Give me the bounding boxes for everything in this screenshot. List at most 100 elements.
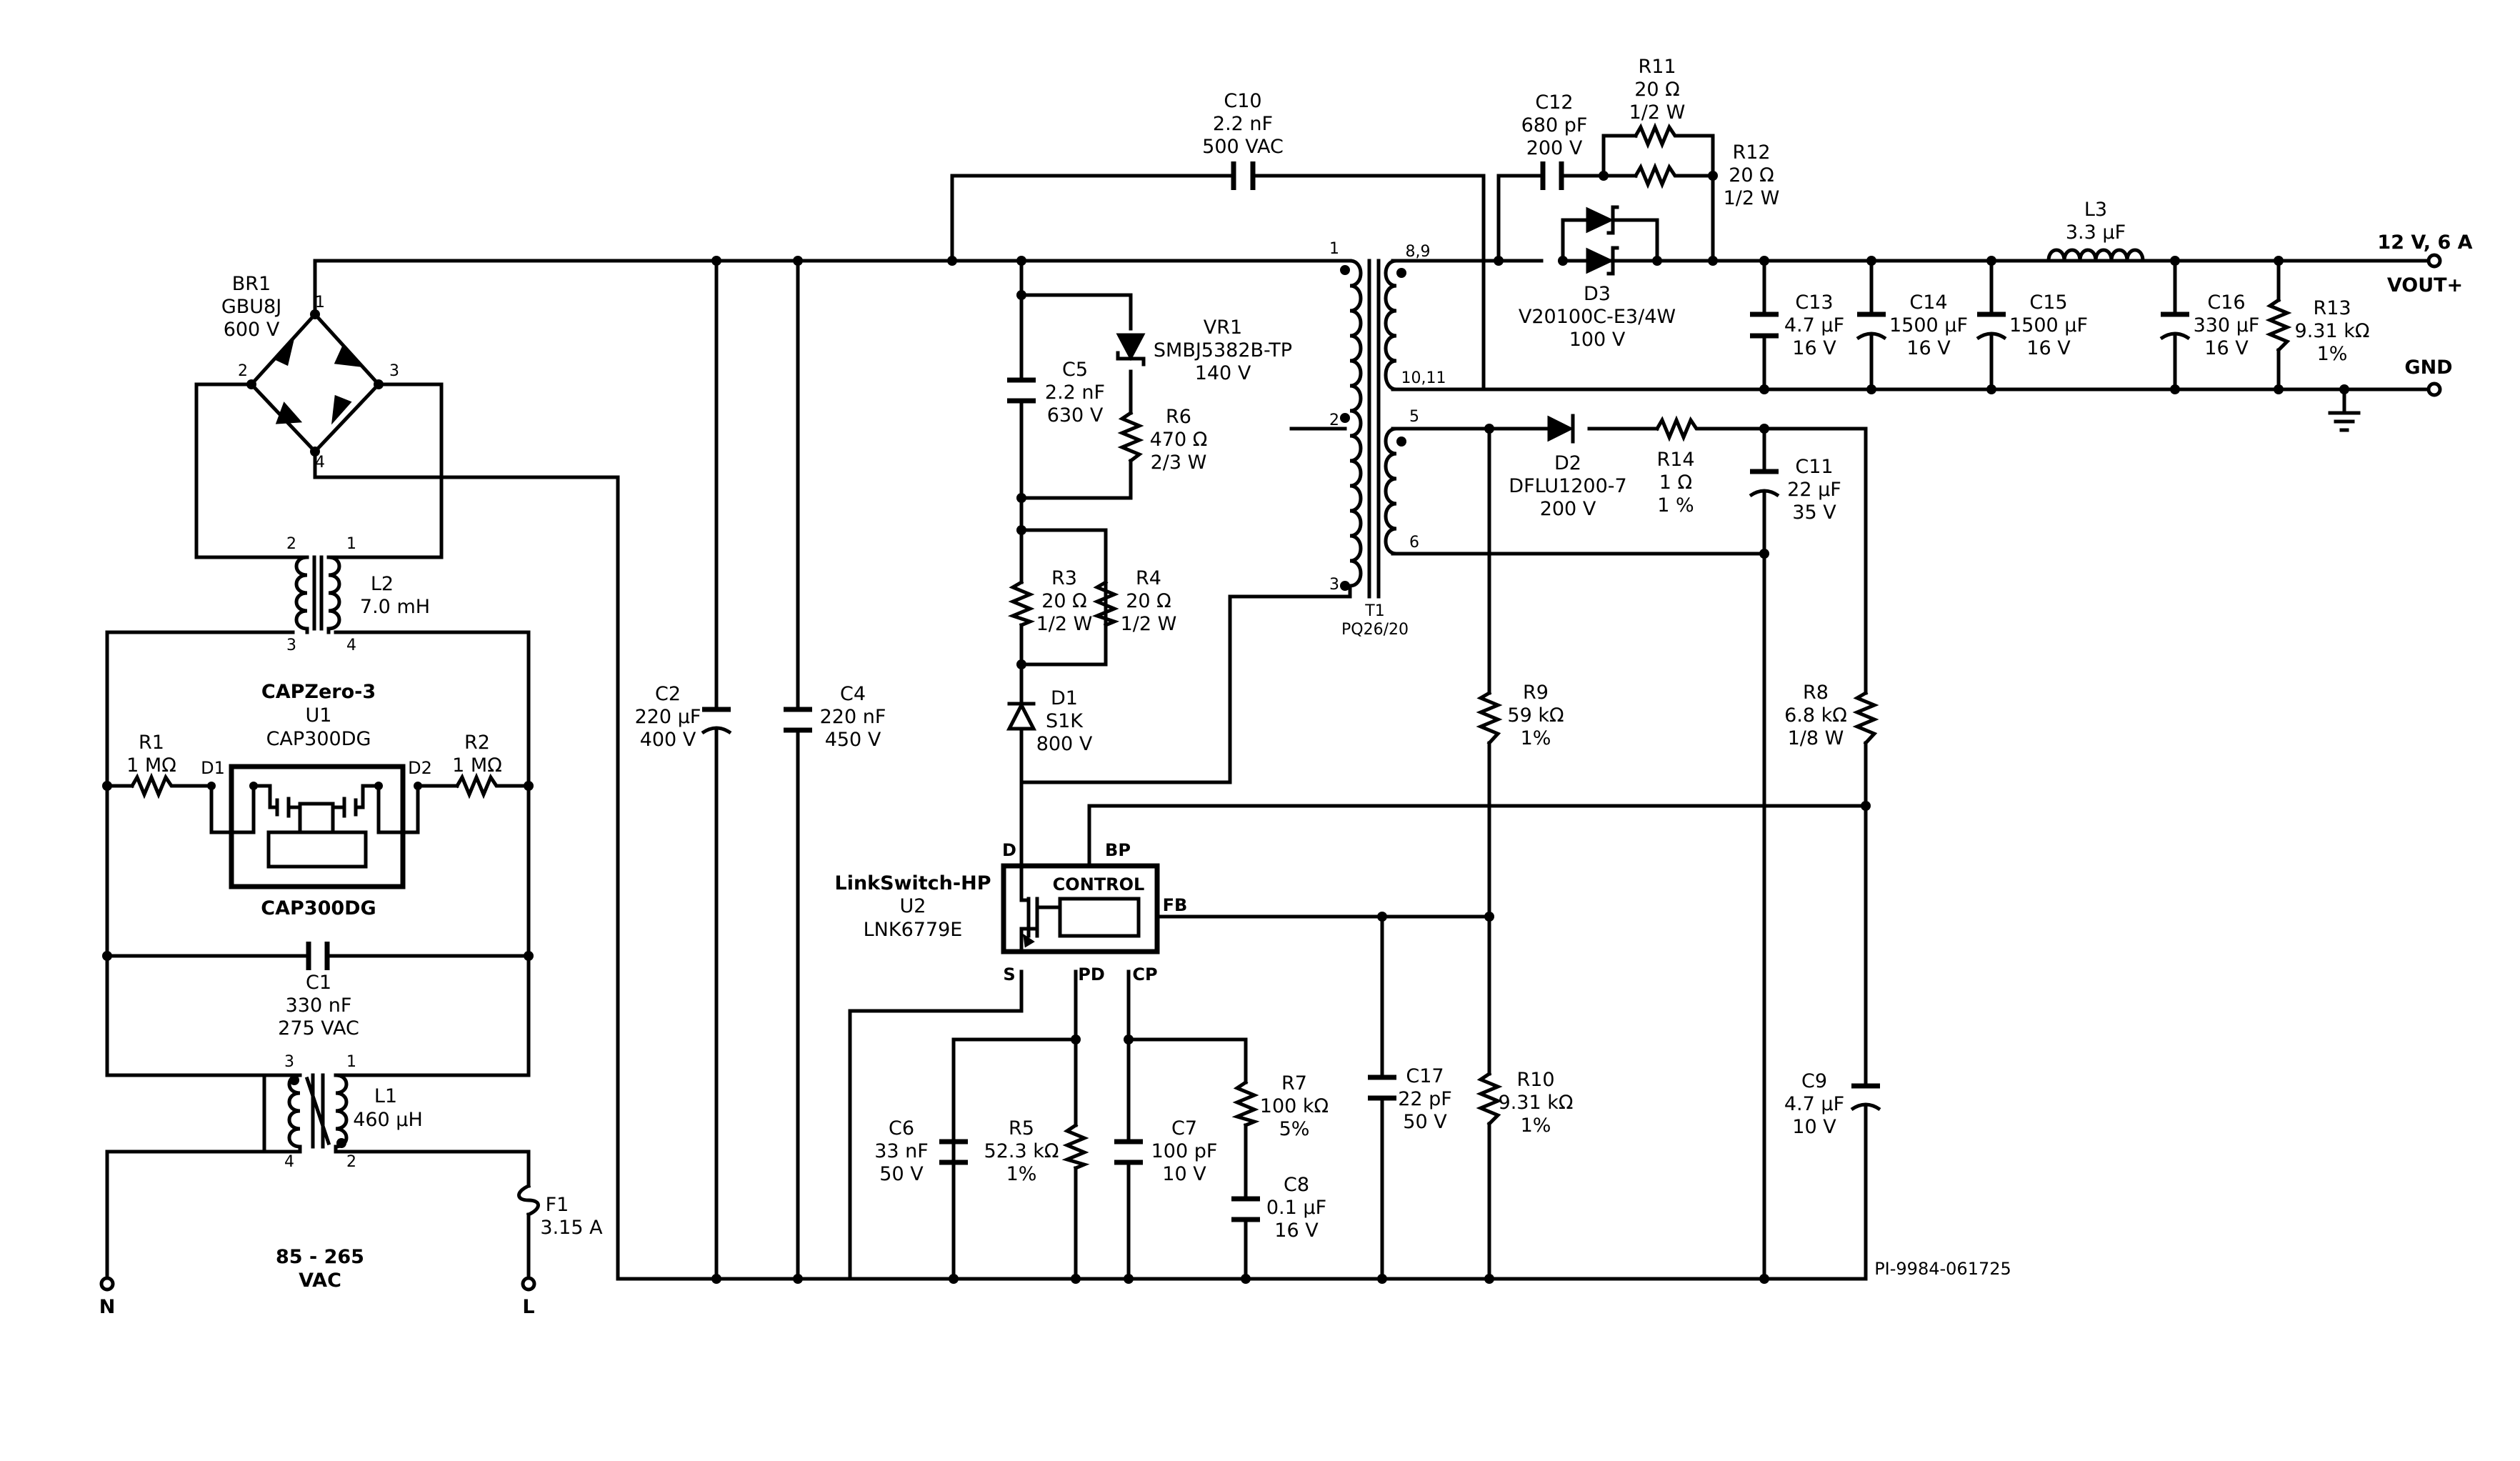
svg-text:16 V: 16 V <box>1906 337 1951 359</box>
svg-text:D1: D1 <box>1051 687 1078 709</box>
resistor-r7: R7 100 kΩ 5% <box>1231 1072 1329 1140</box>
svg-text:R4: R4 <box>1136 567 1161 589</box>
svg-text:C9: C9 <box>1801 1070 1827 1092</box>
svg-text:C2: C2 <box>655 683 681 705</box>
svg-text:6: 6 <box>1409 534 1419 552</box>
u2-title: LinkSwitch-HP <box>834 872 991 894</box>
document-id: PI-9984-061725 <box>1874 1259 2011 1279</box>
svg-text:59 kΩ: 59 kΩ <box>1507 704 1564 727</box>
svg-text:1%: 1% <box>2317 343 2348 365</box>
svg-text:D3: D3 <box>1584 283 1611 305</box>
u2-package <box>1001 863 1160 954</box>
bridge-br1: 1 2 3 4 BR1 GBU8J 600 V <box>221 273 399 472</box>
svg-text:100 V: 100 V <box>1569 329 1626 351</box>
svg-text:9.31 kΩ: 9.31 kΩ <box>1499 1092 1574 1114</box>
input-voltage-label: 85 - 265 <box>276 1246 364 1268</box>
svg-text:R3: R3 <box>1051 567 1077 589</box>
svg-text:C1: C1 <box>306 972 331 994</box>
svg-text:200 V: 200 V <box>1540 498 1596 520</box>
svg-text:330 µF: 330 µF <box>2194 314 2260 336</box>
u2-ref: U2 <box>900 895 926 917</box>
capzero-u1: CAPZero-3 U1 CAP300DG D1 D2 CAP300DG <box>201 681 432 919</box>
svg-text:V20100C-E3/4W: V20100C-E3/4W <box>1519 306 1676 328</box>
svg-text:1 MΩ: 1 MΩ <box>126 754 176 777</box>
capacitor-c5: C5 2.2 nF 630 V <box>1007 359 1105 427</box>
svg-text:C15: C15 <box>2029 291 2067 314</box>
svg-text:BR1: BR1 <box>232 273 271 295</box>
svg-text:35 V: 35 V <box>1792 502 1836 524</box>
capacitor-c2: C2 220 µF 400 V <box>635 683 732 751</box>
svg-text:C13: C13 <box>1795 291 1833 314</box>
resistor-r6: R6 470 Ω 2/3 W <box>1117 406 1208 474</box>
svg-text:1: 1 <box>315 294 325 311</box>
svg-text:C5: C5 <box>1062 359 1088 381</box>
u2-control-label: CONTROL <box>1053 874 1145 894</box>
svg-text:100 pF: 100 pF <box>1151 1140 1218 1162</box>
svg-text:10 V: 10 V <box>1792 1116 1836 1138</box>
diode-d1: D1 S1K 800 V <box>1006 687 1093 755</box>
svg-text:S: S <box>1003 964 1015 984</box>
svg-text:R6: R6 <box>1166 406 1191 428</box>
ac-input: N L 85 - 265 VAC <box>99 1246 536 1318</box>
capacitor-c9: C9 4.7 µF 10 V <box>1784 1070 1881 1138</box>
capacitor-c6: C6 33 nF 50 V <box>874 1117 968 1185</box>
svg-text:1/2 W: 1/2 W <box>1724 187 1780 209</box>
capacitor-c12: C12 680 pF 200 V <box>1521 91 1588 190</box>
svg-text:330 nF: 330 nF <box>286 994 352 1017</box>
svg-text:FB: FB <box>1163 895 1188 915</box>
svg-text:L3: L3 <box>2084 199 2107 221</box>
diode-d3: D3 V20100C-E3/4W 100 V <box>1519 205 1676 351</box>
svg-text:1 MΩ: 1 MΩ <box>452 754 502 777</box>
gnd-terminal <box>2426 382 2442 397</box>
svg-text:R11: R11 <box>1638 56 1676 78</box>
svg-text:9.31 kΩ: 9.31 kΩ <box>2295 320 2370 342</box>
svg-text:450 V: 450 V <box>825 729 881 751</box>
resistor-r8: R8 6.8 kΩ 1/8 W <box>1784 682 1879 749</box>
resistor-r1: R1 1 MΩ <box>126 732 177 799</box>
svg-text:680 pF: 680 pF <box>1521 114 1588 136</box>
svg-text:S1K: S1K <box>1046 710 1084 732</box>
svg-text:R5: R5 <box>1009 1117 1034 1140</box>
capacitor-c10: C10 2.2 nF 500 VAC <box>1202 90 1284 190</box>
svg-text:10,11: 10,11 <box>1401 369 1446 387</box>
svg-text:1/2 W: 1/2 W <box>1036 613 1093 635</box>
svg-text:470 Ω: 470 Ω <box>1150 429 1208 451</box>
svg-text:630 V: 630 V <box>1047 404 1104 427</box>
line-label: L <box>522 1296 534 1318</box>
ground-symbol <box>2328 411 2361 432</box>
svg-text:4: 4 <box>315 454 325 472</box>
svg-text:8,9: 8,9 <box>1406 243 1431 261</box>
svg-text:R14: R14 <box>1656 449 1694 471</box>
svg-text:C12: C12 <box>1535 91 1573 114</box>
svg-text:1 %: 1 % <box>1657 494 1694 517</box>
choke-l1: 3 1 4 2 L1 460 µH <box>262 1053 502 1171</box>
resistor-r12: R12 20 Ω 1/2 W <box>1633 141 1780 209</box>
capacitor-c16: C16 330 µF 16 V <box>2159 291 2260 359</box>
choke-l2: 2 1 3 4 L2 7.0 mH <box>286 535 430 654</box>
svg-text:D1: D1 <box>201 758 225 778</box>
diode-d2: D2 DFLU1200-7 200 V <box>1509 414 1627 520</box>
svg-text:2/3 W: 2/3 W <box>1151 452 1207 474</box>
svg-text:3: 3 <box>284 1053 294 1071</box>
svg-text:20 Ω: 20 Ω <box>1126 590 1171 612</box>
svg-text:1%: 1% <box>1521 1115 1551 1137</box>
capacitor-c7: C7 100 pF 10 V <box>1114 1117 1217 1185</box>
capacitor-c1: C1 330 nF 275 VAC <box>278 942 359 1039</box>
svg-text:500 VAC: 500 VAC <box>1202 136 1284 158</box>
svg-text:2: 2 <box>286 535 296 553</box>
svg-text:1: 1 <box>346 535 356 553</box>
svg-text:C6: C6 <box>889 1117 914 1140</box>
svg-text:50 V: 50 V <box>879 1163 924 1185</box>
gnd-label: GND <box>2404 356 2452 379</box>
capacitor-c14: C14 1500 µF 16 V <box>1856 291 1968 359</box>
svg-text:3.3 µF: 3.3 µF <box>2066 221 2126 244</box>
svg-text:1 Ω: 1 Ω <box>1659 472 1692 494</box>
svg-text:4: 4 <box>284 1153 294 1171</box>
svg-text:16 V: 16 V <box>1274 1220 1319 1242</box>
svg-text:16 V: 16 V <box>2026 337 2071 359</box>
svg-text:6.8 kΩ: 6.8 kΩ <box>1784 704 1847 727</box>
resistor-r10: R10 9.31 kΩ 1% <box>1476 1069 1574 1137</box>
svg-text:GBU8J: GBU8J <box>221 296 281 318</box>
svg-text:2: 2 <box>238 362 248 380</box>
l2-value: 7.0 mH <box>360 596 430 618</box>
